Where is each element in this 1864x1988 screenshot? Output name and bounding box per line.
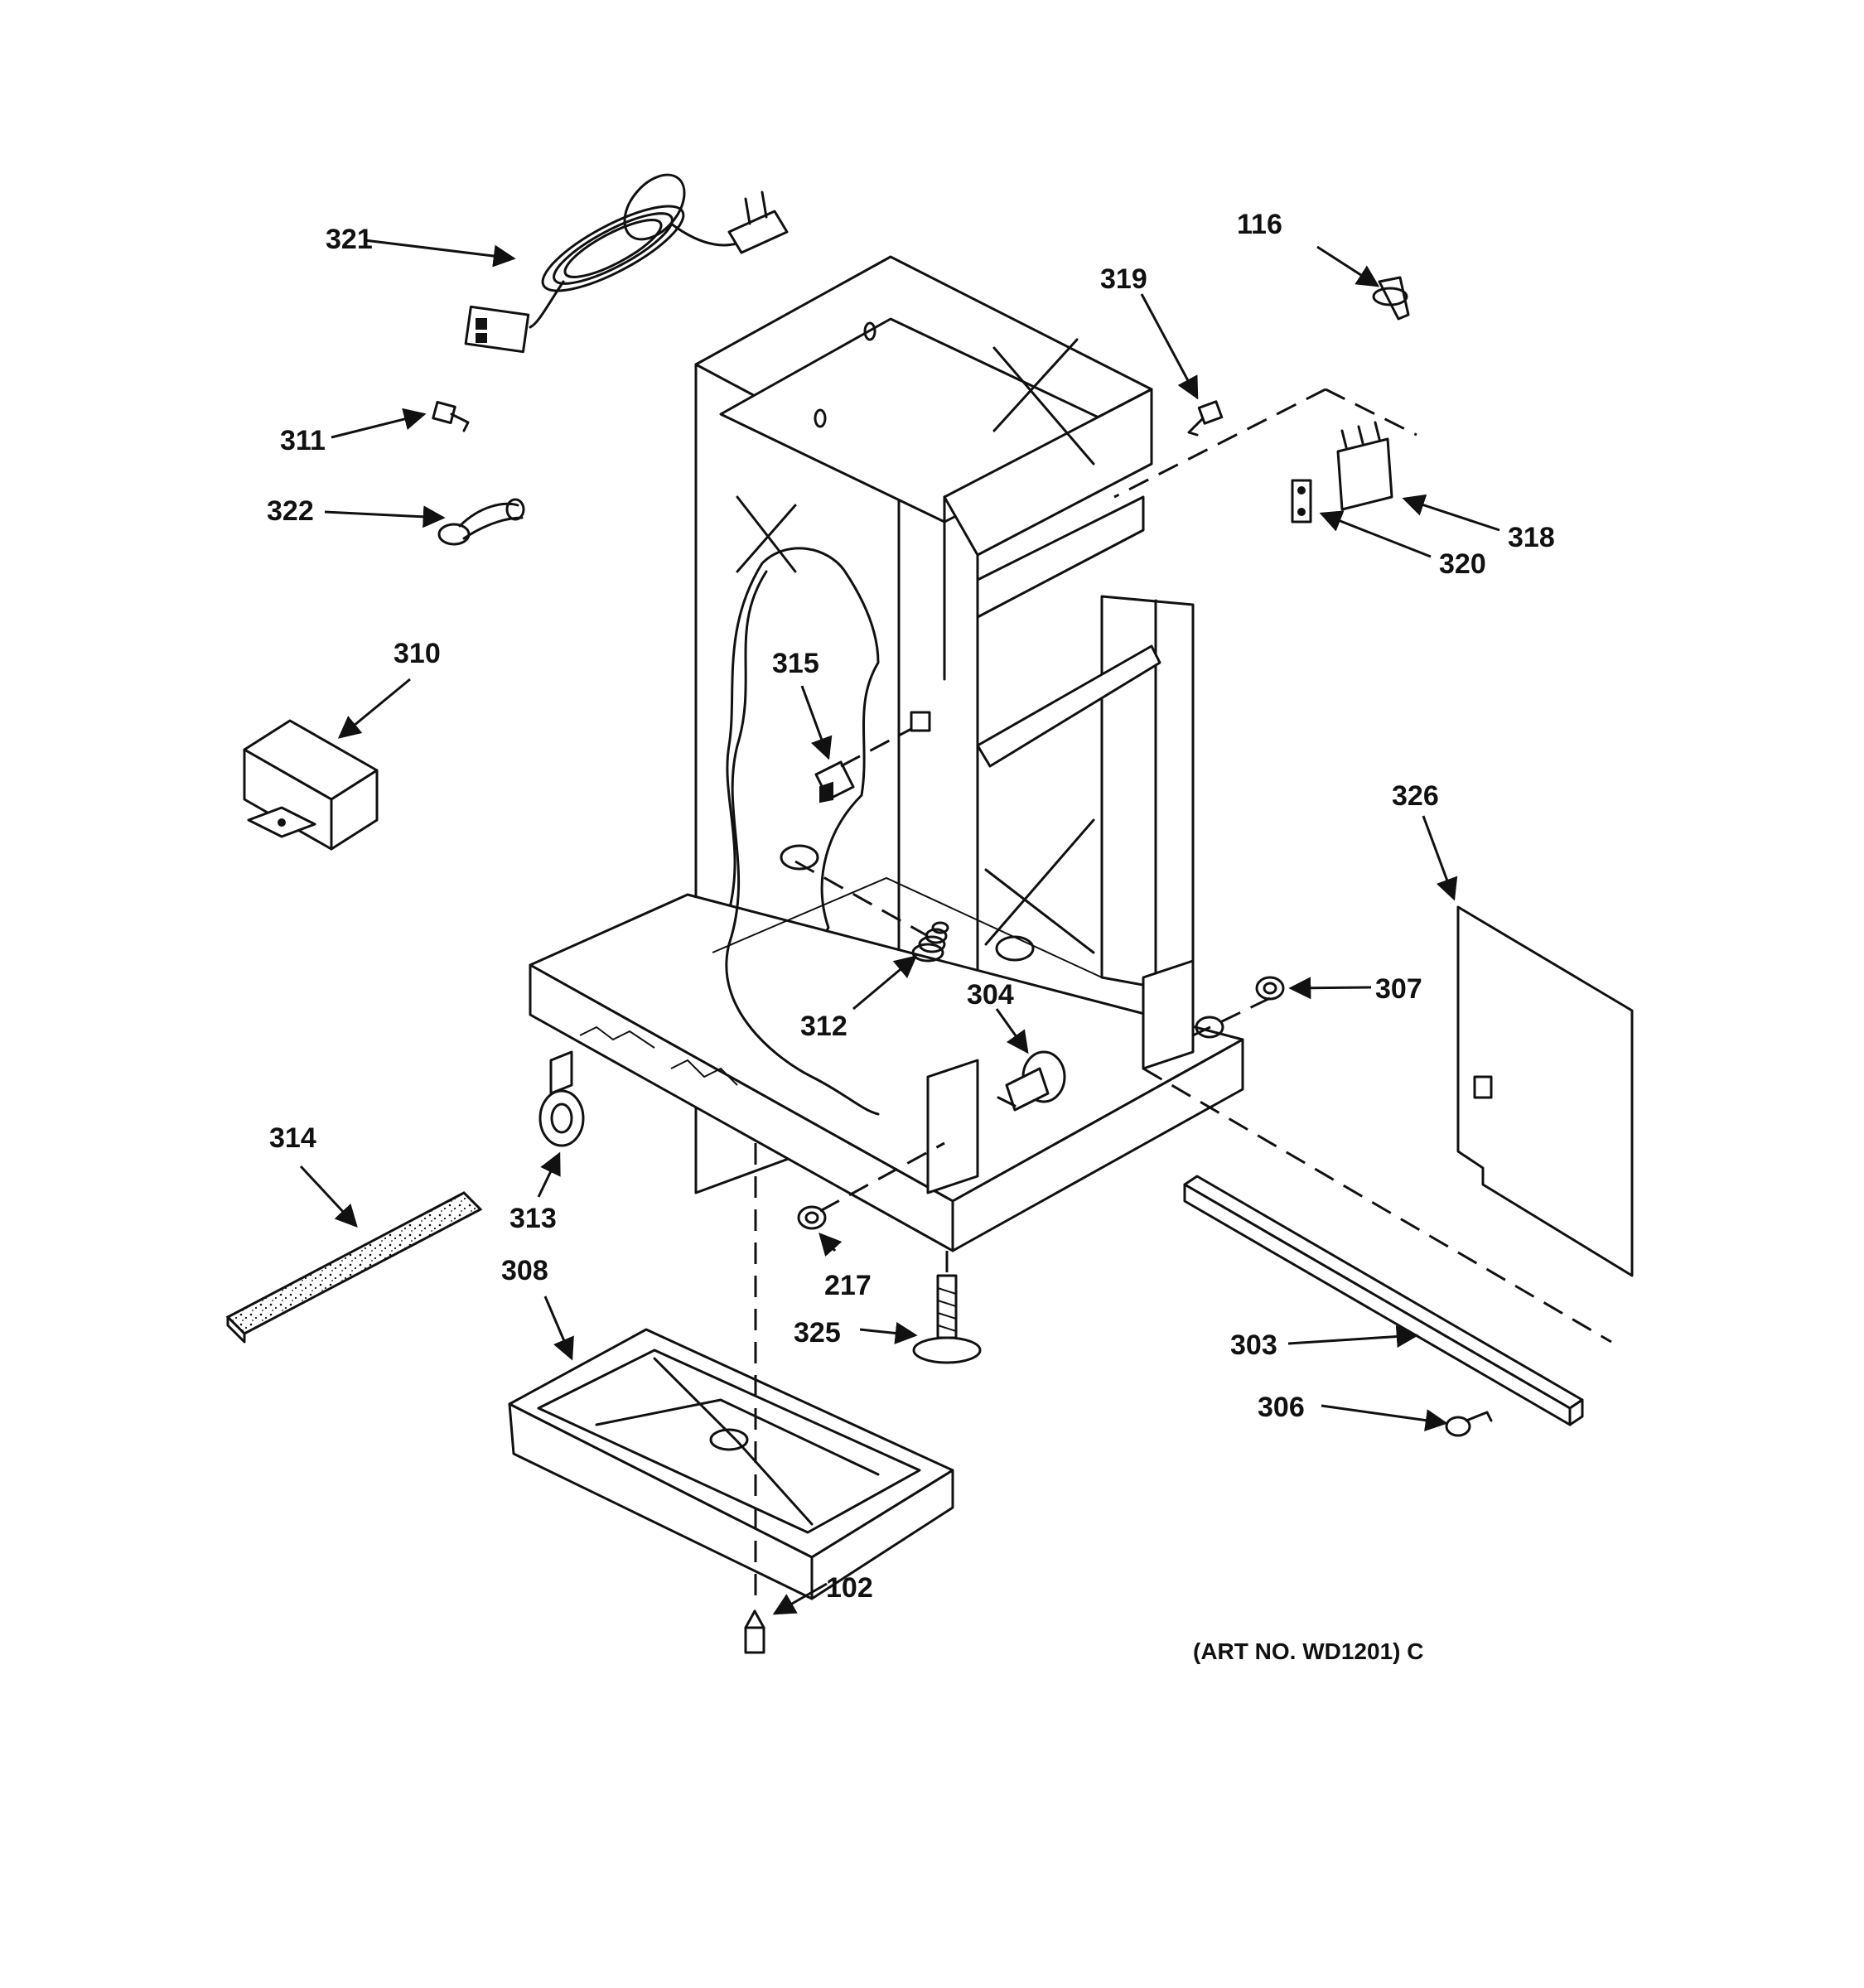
part-326-panel bbox=[1456, 905, 1634, 1277]
part-321-power-cord bbox=[464, 173, 789, 354]
callout-304: 304 bbox=[967, 979, 1014, 1011]
part-314-foam-strip bbox=[225, 1191, 483, 1344]
part-307-nut bbox=[1255, 976, 1285, 1001]
explode-lines bbox=[754, 388, 1612, 1607]
callout-102: 102 bbox=[826, 1572, 873, 1604]
callout-325: 325 bbox=[794, 1317, 841, 1349]
art-number: (ART NO. WD1201) C bbox=[1193, 1638, 1423, 1664]
callout-labels: 321 116 319 311 322 318 320 310 315 326 … bbox=[267, 209, 1555, 1604]
callout-310: 310 bbox=[394, 638, 441, 669]
callout-312: 312 bbox=[800, 1011, 847, 1042]
callout-308: 308 bbox=[501, 1255, 548, 1286]
part-306-screw bbox=[1445, 1411, 1493, 1437]
leader-lines bbox=[299, 239, 1500, 1615]
part-315-connector bbox=[814, 760, 855, 803]
part-313-caster bbox=[538, 1050, 585, 1147]
callout-320: 320 bbox=[1439, 548, 1486, 580]
part-322-strain-relief bbox=[437, 498, 525, 546]
part-217-nut bbox=[797, 1205, 827, 1230]
callout-313: 313 bbox=[509, 1203, 557, 1234]
part-319-screw bbox=[1187, 400, 1224, 437]
callout-311: 311 bbox=[280, 425, 326, 456]
part-310-cover bbox=[243, 719, 379, 851]
callout-306: 306 bbox=[1258, 1392, 1305, 1423]
callout-319: 319 bbox=[1100, 263, 1147, 295]
part-318-switch bbox=[1336, 421, 1393, 511]
part-116-clip bbox=[1372, 276, 1410, 321]
callout-303: 303 bbox=[1230, 1329, 1277, 1361]
part-311-screw bbox=[432, 400, 470, 432]
callout-321: 321 bbox=[326, 224, 373, 255]
callout-314: 314 bbox=[269, 1122, 316, 1154]
part-303-rail bbox=[1183, 1175, 1584, 1426]
callout-318: 318 bbox=[1508, 522, 1555, 553]
part-308-base-pan bbox=[508, 1328, 954, 1600]
part-312-spring bbox=[911, 921, 949, 963]
cabinet-frame bbox=[529, 255, 1244, 1252]
callout-307: 307 bbox=[1375, 973, 1422, 1005]
part-304-sensor bbox=[997, 1050, 1066, 1112]
callout-116: 116 bbox=[1237, 209, 1282, 240]
callout-315: 315 bbox=[772, 648, 819, 679]
callout-326: 326 bbox=[1392, 780, 1439, 812]
part-325-leveling-leg bbox=[912, 1274, 982, 1364]
part-102-screw bbox=[744, 1609, 765, 1654]
callout-217: 217 bbox=[824, 1270, 872, 1301]
part-320-spacer bbox=[1291, 479, 1312, 524]
callout-322: 322 bbox=[267, 495, 314, 527]
